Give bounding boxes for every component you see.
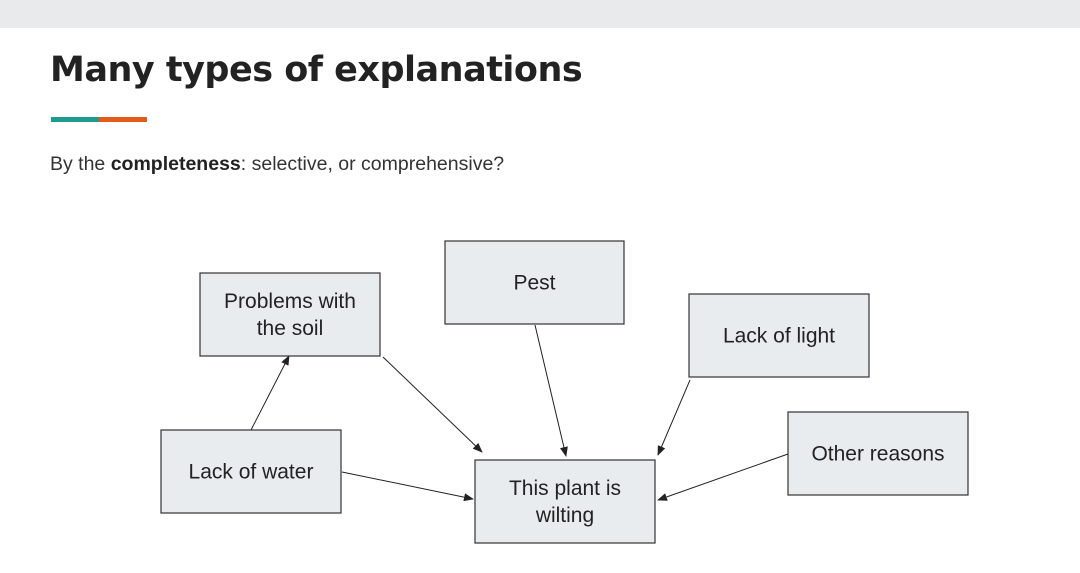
node-label: the soil bbox=[257, 317, 324, 340]
node-soil: Problems with the soil bbox=[199, 272, 381, 357]
node-label: This plant is bbox=[509, 477, 621, 500]
top-bar bbox=[0, 0, 1080, 28]
arrow-light-to-wilting bbox=[657, 379, 691, 456]
arrow-other-to-wilting bbox=[657, 453, 789, 501]
node-box bbox=[160, 429, 342, 514]
arrow-water-to-wilting bbox=[341, 471, 474, 502]
node-wilting: This plant is wilting bbox=[474, 459, 656, 544]
node-water: Lack of water bbox=[160, 429, 342, 514]
node-light: Lack of light bbox=[688, 293, 870, 378]
accent-bar-teal bbox=[51, 117, 99, 122]
node-box bbox=[444, 240, 625, 325]
subtitle-suffix: : selective, or comprehensive? bbox=[240, 153, 505, 175]
node-label: Other reasons bbox=[811, 443, 944, 466]
subtitle-emphasis: completeness bbox=[110, 153, 241, 175]
slide-title: Many types of explanations bbox=[50, 50, 583, 90]
accent-bar-orange bbox=[99, 117, 147, 122]
node-pest: Pest bbox=[444, 240, 625, 325]
arrow-soil-to-wilting bbox=[382, 356, 483, 453]
node-label: Lack of light bbox=[723, 325, 835, 348]
edges-layer bbox=[250, 324, 789, 502]
node-label: wilting bbox=[535, 504, 594, 527]
node-box bbox=[199, 272, 381, 357]
subtitle-prefix: By the bbox=[50, 153, 111, 175]
node-label: Pest bbox=[513, 272, 555, 295]
node-other: Other reasons bbox=[787, 411, 969, 496]
node-box bbox=[787, 411, 969, 496]
arrow-water-to-soil bbox=[250, 355, 290, 431]
subtitle: By the completeness: selective, or compr… bbox=[50, 153, 504, 176]
arrow-pest-to-wilting bbox=[534, 324, 568, 457]
node-box bbox=[474, 459, 656, 544]
node-box bbox=[688, 293, 870, 378]
node-label: Lack of water bbox=[189, 461, 314, 484]
node-label: Problems with bbox=[224, 290, 356, 313]
